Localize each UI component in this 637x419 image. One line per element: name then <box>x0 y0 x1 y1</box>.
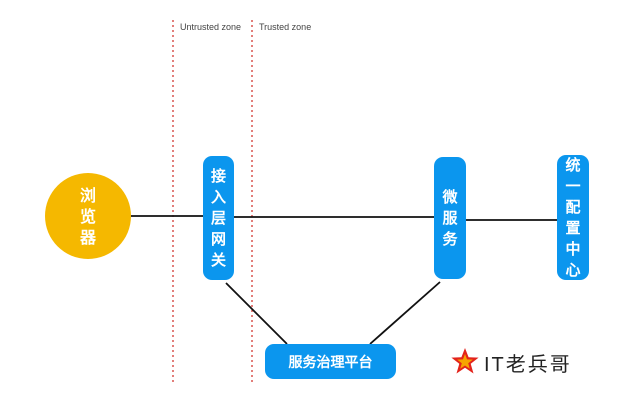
watermark: IT老兵哥 <box>450 347 572 377</box>
microservice-label: 微服务 <box>442 187 458 248</box>
star-icon <box>451 348 479 374</box>
governance-label: 服务治理平台 <box>288 354 373 371</box>
microservice-node: 微服务 <box>434 157 466 279</box>
governance-node: 服务治理平台 <box>265 344 396 379</box>
untrusted-zone-label: Untrusted zone <box>180 22 242 32</box>
trusted-zone-label: Trusted zone <box>259 22 312 32</box>
gateway-label: 接入层网关 <box>211 166 227 269</box>
watermark-text: IT老兵哥 <box>484 353 572 376</box>
connector-gateway-governance <box>225 282 288 345</box>
browser-node: 浏览器 <box>45 173 131 259</box>
browser-label: 浏览器 <box>80 185 97 247</box>
config-center-node: 统一配置中心 <box>557 155 589 280</box>
gateway-node: 接入层网关 <box>203 156 234 280</box>
connector-microservice-governance <box>369 281 441 345</box>
config-center-label: 统一配置中心 <box>565 155 581 279</box>
